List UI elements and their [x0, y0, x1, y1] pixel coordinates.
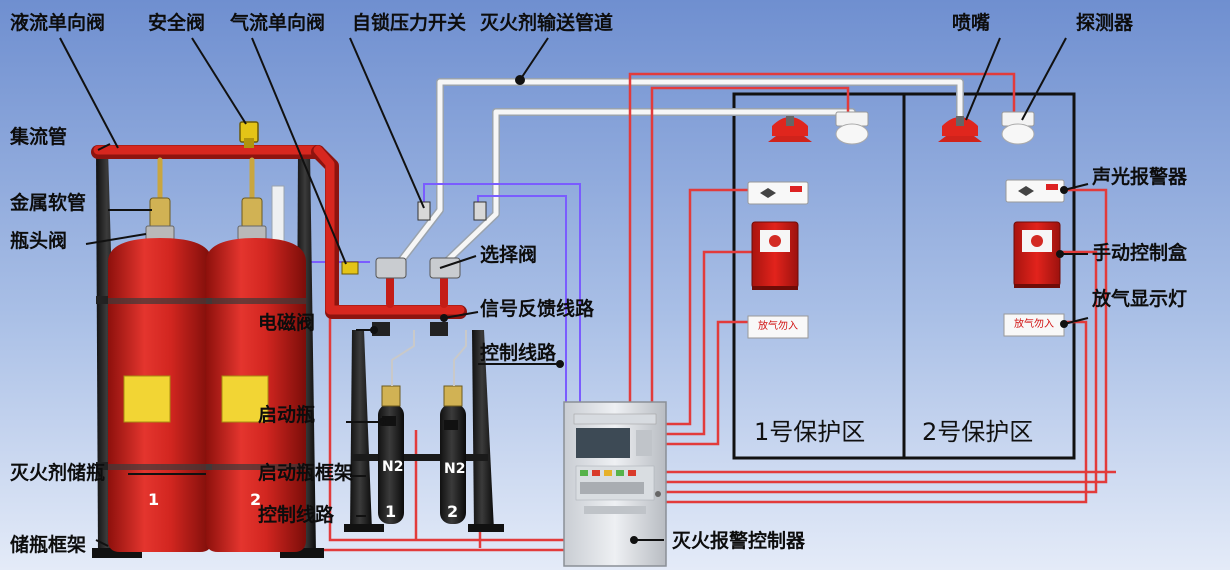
- label-solenoid-valve: 电磁阀: [258, 312, 316, 334]
- label-agent-cylinder: 灭火剂储瓶: [10, 462, 106, 484]
- manifold-pipe: [91, 145, 467, 319]
- safety-valve-stem: [244, 138, 254, 148]
- start-cylinders: [378, 330, 467, 524]
- label-cylinder-rack: 储瓶框架: [10, 534, 87, 556]
- cylinder-valves: [145, 197, 267, 241]
- storage-cylinder-1-number: 1: [148, 490, 160, 509]
- label-selector-valve: 选择阀: [480, 244, 538, 266]
- label-nozzle: 喷嘴: [952, 12, 991, 34]
- label-alarm-controller: 灭火报警控制器: [672, 530, 806, 552]
- label-metal-hose: 金属软管: [10, 192, 87, 214]
- label-agent-pipeline: 灭火剂输送管道: [480, 12, 614, 34]
- alarm-controller: [563, 401, 667, 567]
- zone-1-label: 1号保护区: [754, 418, 866, 446]
- label-discharge-light: 放气显示灯: [1092, 288, 1188, 310]
- label-pressure-switch: 自锁压力开关: [352, 12, 467, 34]
- leader-lines: [59, 37, 1089, 547]
- label-safety-valve: 安全阀: [148, 12, 206, 34]
- zone-2-label: 2号保护区: [922, 418, 1034, 446]
- label-control-line-bottom: 控制线路: [258, 504, 335, 526]
- zone-2-discharge-sign: 放气勿入: [1014, 319, 1054, 330]
- agent-pipelines: [271, 78, 964, 287]
- zone-1-devices: [747, 111, 869, 339]
- label-sound-light-alarm: 声光报警器: [1092, 166, 1188, 188]
- zone-1-discharge-sign: 放气勿入: [758, 321, 798, 332]
- label-manual-control-box: 手动控制盒: [1092, 242, 1188, 264]
- label-detector: 探测器: [1076, 12, 1134, 34]
- label-start-cylinder: 启动瓶: [258, 404, 316, 426]
- label-gas-check-valve: 气流单向阀: [230, 12, 326, 34]
- start-cylinder-2-gas: N2: [444, 461, 466, 477]
- start-cylinder-2-number: 2: [447, 502, 459, 521]
- storage-cylinder-2-number: 2: [250, 490, 262, 509]
- protection-zones: [732, 92, 1076, 460]
- start-cylinder-1-number: 1: [385, 502, 397, 521]
- label-feedback-line: 信号反馈线路: [480, 298, 595, 320]
- label-start-cylinder-rack: 启动瓶框架: [258, 462, 354, 484]
- selector-valves: [341, 201, 487, 279]
- label-manifold: 集流管: [10, 126, 68, 148]
- start-cylinder-1-gas: N2: [382, 459, 404, 475]
- label-liquid-check-valve: 液流单向阀: [10, 12, 106, 34]
- label-control-line: 控制线路: [480, 342, 557, 364]
- label-cylinder-valve: 瓶头阀: [10, 230, 68, 252]
- zone-2-devices: [938, 111, 1065, 337]
- start-cylinder-rack: [344, 330, 504, 532]
